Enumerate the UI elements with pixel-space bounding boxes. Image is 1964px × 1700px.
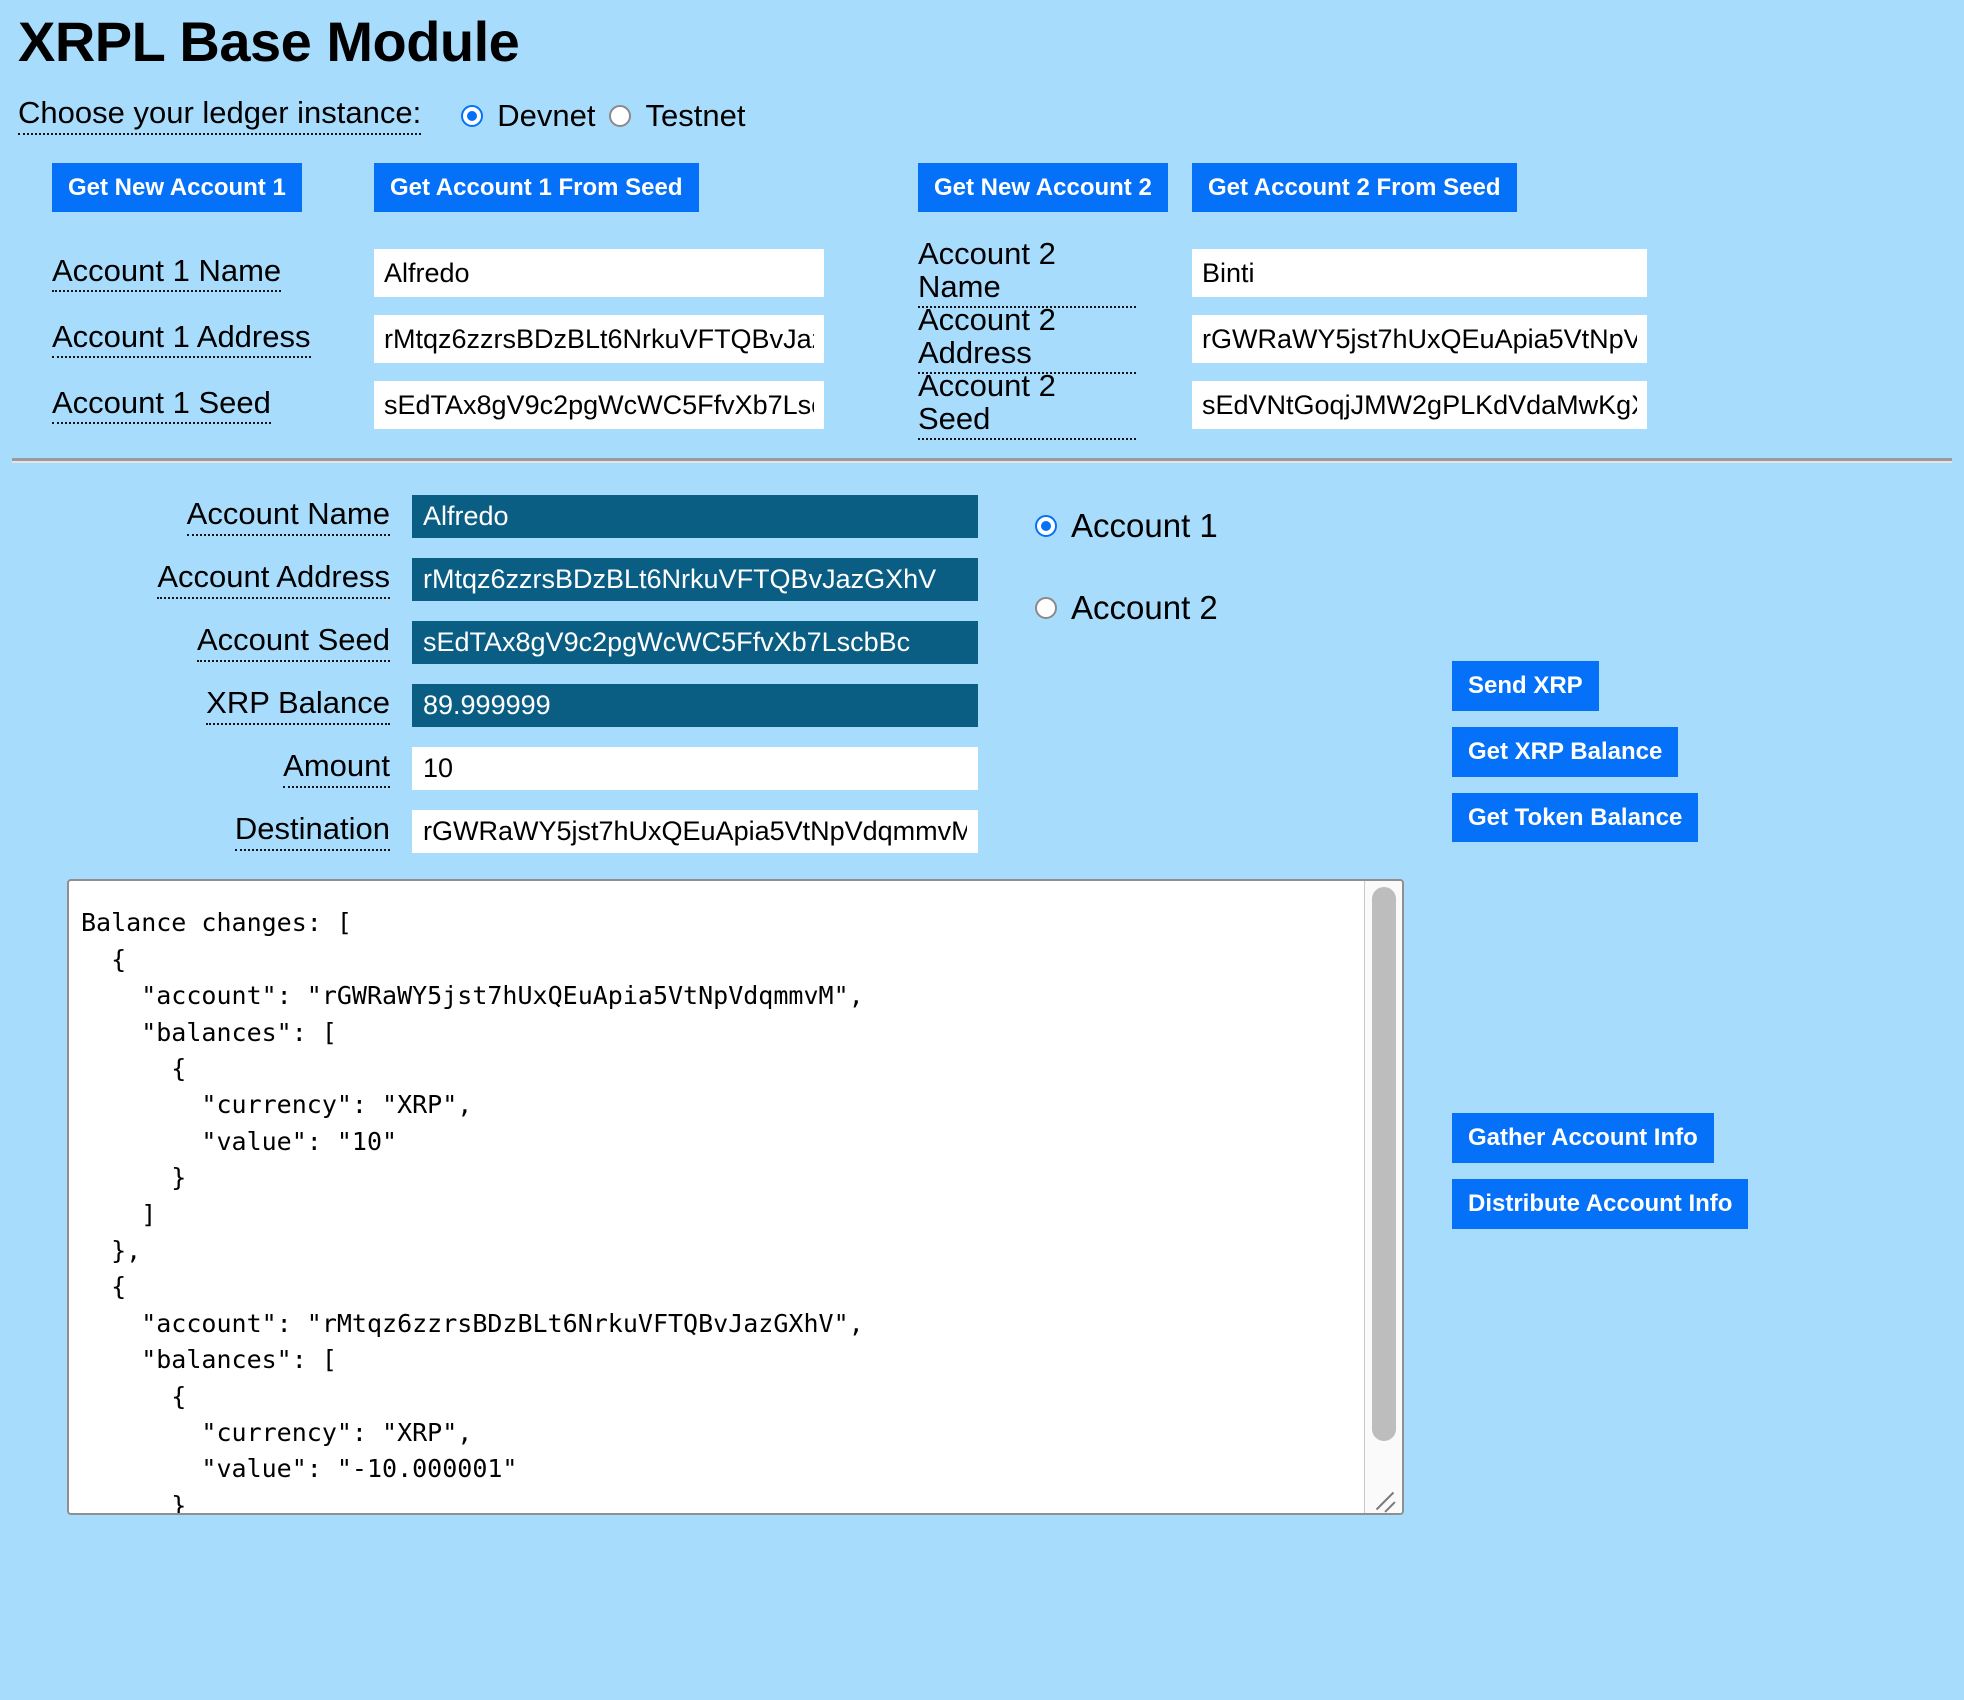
account-seed-field-cell bbox=[412, 611, 978, 674]
get-new-account-1-button[interactable]: Get New Account 1 bbox=[52, 162, 302, 213]
results-scrollbar[interactable] bbox=[1364, 881, 1402, 1514]
account-info-operations: Gather Account Info Distribute Account I… bbox=[1452, 1113, 1749, 1244]
radio-account-1-icon[interactable] bbox=[1035, 515, 1057, 538]
destination-input[interactable] bbox=[412, 810, 978, 854]
cell-new-account-2: Get New Account 2 bbox=[918, 162, 1168, 241]
cell-new-account-1: Get New Account 1 bbox=[52, 162, 324, 241]
gather-account-info-button[interactable]: Gather Account Info bbox=[1452, 1113, 1714, 1163]
account-2-name-label: Account 2 Name bbox=[918, 237, 1136, 309]
account-1-name-field-cell bbox=[374, 240, 824, 306]
amount-input[interactable] bbox=[412, 747, 978, 791]
account-seed-label-cell: Account Seed bbox=[196, 611, 390, 674]
account-selector: Account 1 Account 2 bbox=[1035, 507, 1232, 671]
account-2-address-input[interactable] bbox=[1192, 315, 1647, 364]
amount-label: Amount bbox=[283, 749, 390, 788]
cell-account-2-from-seed: Get Account 2 From Seed bbox=[1192, 162, 1647, 241]
active-account-fields: Account Name Account Address Account See… bbox=[0, 485, 1964, 863]
account-seed-input[interactable] bbox=[412, 621, 978, 665]
get-account-1-from-seed-button[interactable]: Get Account 1 From Seed bbox=[374, 162, 699, 213]
amount-field-cell bbox=[412, 737, 978, 800]
xrp-balance-label-cell: XRP Balance bbox=[206, 674, 390, 737]
ledger-radio-testnet-label: Testnet bbox=[645, 97, 746, 133]
page-title: XRPL Base Module bbox=[18, 10, 520, 73]
account-2-name-label-cell: Account 2 Name bbox=[918, 237, 1136, 309]
results-text[interactable]: Balance changes: [ { "account": "rGWRaWY… bbox=[81, 908, 864, 1514]
account-1-name-input[interactable] bbox=[374, 249, 824, 298]
account-1-name-label: Account 1 Name bbox=[52, 254, 282, 293]
destination-field-cell bbox=[412, 800, 978, 863]
account-address-field-cell bbox=[412, 548, 978, 611]
account-address-input[interactable] bbox=[412, 558, 978, 602]
output-section: Balance changes: [ { "account": "rGWRaWY… bbox=[0, 879, 1964, 1516]
account-2-seed-label: Account 2 Seed bbox=[918, 369, 1136, 441]
account-1-seed-field-cell bbox=[374, 372, 824, 438]
ledger-radio-devnet-label: Devnet bbox=[497, 97, 596, 133]
resize-grip-icon[interactable] bbox=[1366, 1477, 1400, 1512]
account-2-seed-input[interactable] bbox=[1192, 381, 1647, 430]
account-1-seed-label: Account 1 Seed bbox=[52, 386, 271, 425]
xrp-operations: Send XRP Get XRP Balance Get Token Balan… bbox=[1452, 661, 1699, 858]
account-1-seed-label-cell: Account 1 Seed bbox=[52, 372, 324, 438]
get-account-2-from-seed-button[interactable]: Get Account 2 From Seed bbox=[1192, 162, 1517, 213]
ledger-instance-row: Choose your ledger instance: Devnet Test… bbox=[0, 75, 1964, 135]
get-xrp-balance-button[interactable]: Get XRP Balance bbox=[1452, 726, 1679, 777]
section-divider bbox=[12, 458, 1952, 464]
results-textarea[interactable]: Balance changes: [ { "account": "rGWRaWY… bbox=[67, 879, 1404, 1516]
radio-devnet-icon[interactable] bbox=[461, 104, 484, 127]
account-name-input[interactable] bbox=[412, 495, 978, 539]
send-xrp-button[interactable]: Send XRP bbox=[1452, 661, 1599, 711]
xrp-balance-field-cell bbox=[412, 674, 978, 737]
account-selector-account-1[interactable]: Account 1 bbox=[1035, 507, 1218, 545]
account-1-address-field-cell bbox=[374, 306, 824, 372]
account-2-name-field-cell bbox=[1192, 240, 1647, 306]
spacer-b bbox=[824, 188, 918, 216]
xrp-balance-label: XRP Balance bbox=[206, 686, 390, 725]
account-2-address-label-cell: Account 2 Address bbox=[918, 303, 1136, 375]
account-selector-account-2[interactable]: Account 2 bbox=[1035, 589, 1218, 627]
ledger-radio-testnet[interactable]: Testnet bbox=[609, 98, 745, 134]
account-name-field-cell bbox=[412, 485, 978, 548]
results-scrollbar-thumb[interactable] bbox=[1372, 887, 1396, 1442]
account-2-address-field-cell bbox=[1192, 306, 1647, 372]
account-seed-label: Account Seed bbox=[196, 623, 390, 662]
account-2-seed-field-cell bbox=[1192, 372, 1647, 438]
ledger-instance-label: Choose your ledger instance: bbox=[18, 97, 422, 135]
account-1-seed-input[interactable] bbox=[374, 381, 824, 430]
account-1-address-input[interactable] bbox=[374, 315, 824, 364]
active-account-section: Account Name Account Address Account See… bbox=[0, 463, 1964, 863]
account-2-name-input[interactable] bbox=[1192, 249, 1647, 298]
account-1-address-label-cell: Account 1 Address bbox=[52, 306, 324, 372]
spacer-c bbox=[1136, 188, 1192, 216]
get-new-account-2-button[interactable]: Get New Account 2 bbox=[918, 162, 1168, 213]
account-name-label-cell: Account Name bbox=[186, 485, 390, 548]
account-1-address-label: Account 1 Address bbox=[52, 320, 311, 359]
account-name-label: Account Name bbox=[186, 497, 390, 536]
get-token-balance-button[interactable]: Get Token Balance bbox=[1452, 792, 1699, 843]
radio-account-2-icon[interactable] bbox=[1035, 597, 1057, 620]
xrp-balance-input[interactable] bbox=[412, 684, 978, 728]
destination-label-cell: Destination bbox=[234, 800, 390, 863]
destination-label: Destination bbox=[234, 812, 390, 851]
account-selector-account-1-label: Account 1 bbox=[1071, 507, 1218, 545]
accounts-section: Get New Account 1 Get Account 1 From See… bbox=[0, 162, 1964, 441]
account-2-address-label: Account 2 Address bbox=[918, 303, 1136, 375]
amount-label-cell: Amount bbox=[283, 737, 390, 800]
radio-testnet-icon[interactable] bbox=[609, 104, 632, 127]
account-selector-account-2-label: Account 2 bbox=[1071, 589, 1218, 627]
cell-account-1-from-seed: Get Account 1 From Seed bbox=[374, 162, 824, 241]
account-2-seed-label-cell: Account 2 Seed bbox=[918, 369, 1136, 441]
account-address-label-cell: Account Address bbox=[157, 548, 390, 611]
ledger-radio-devnet[interactable]: Devnet bbox=[461, 98, 595, 134]
account-address-label: Account Address bbox=[157, 560, 390, 599]
distribute-account-info-button[interactable]: Distribute Account Info bbox=[1452, 1178, 1749, 1229]
account-1-name-label-cell: Account 1 Name bbox=[52, 240, 324, 306]
spacer-a bbox=[324, 188, 374, 216]
